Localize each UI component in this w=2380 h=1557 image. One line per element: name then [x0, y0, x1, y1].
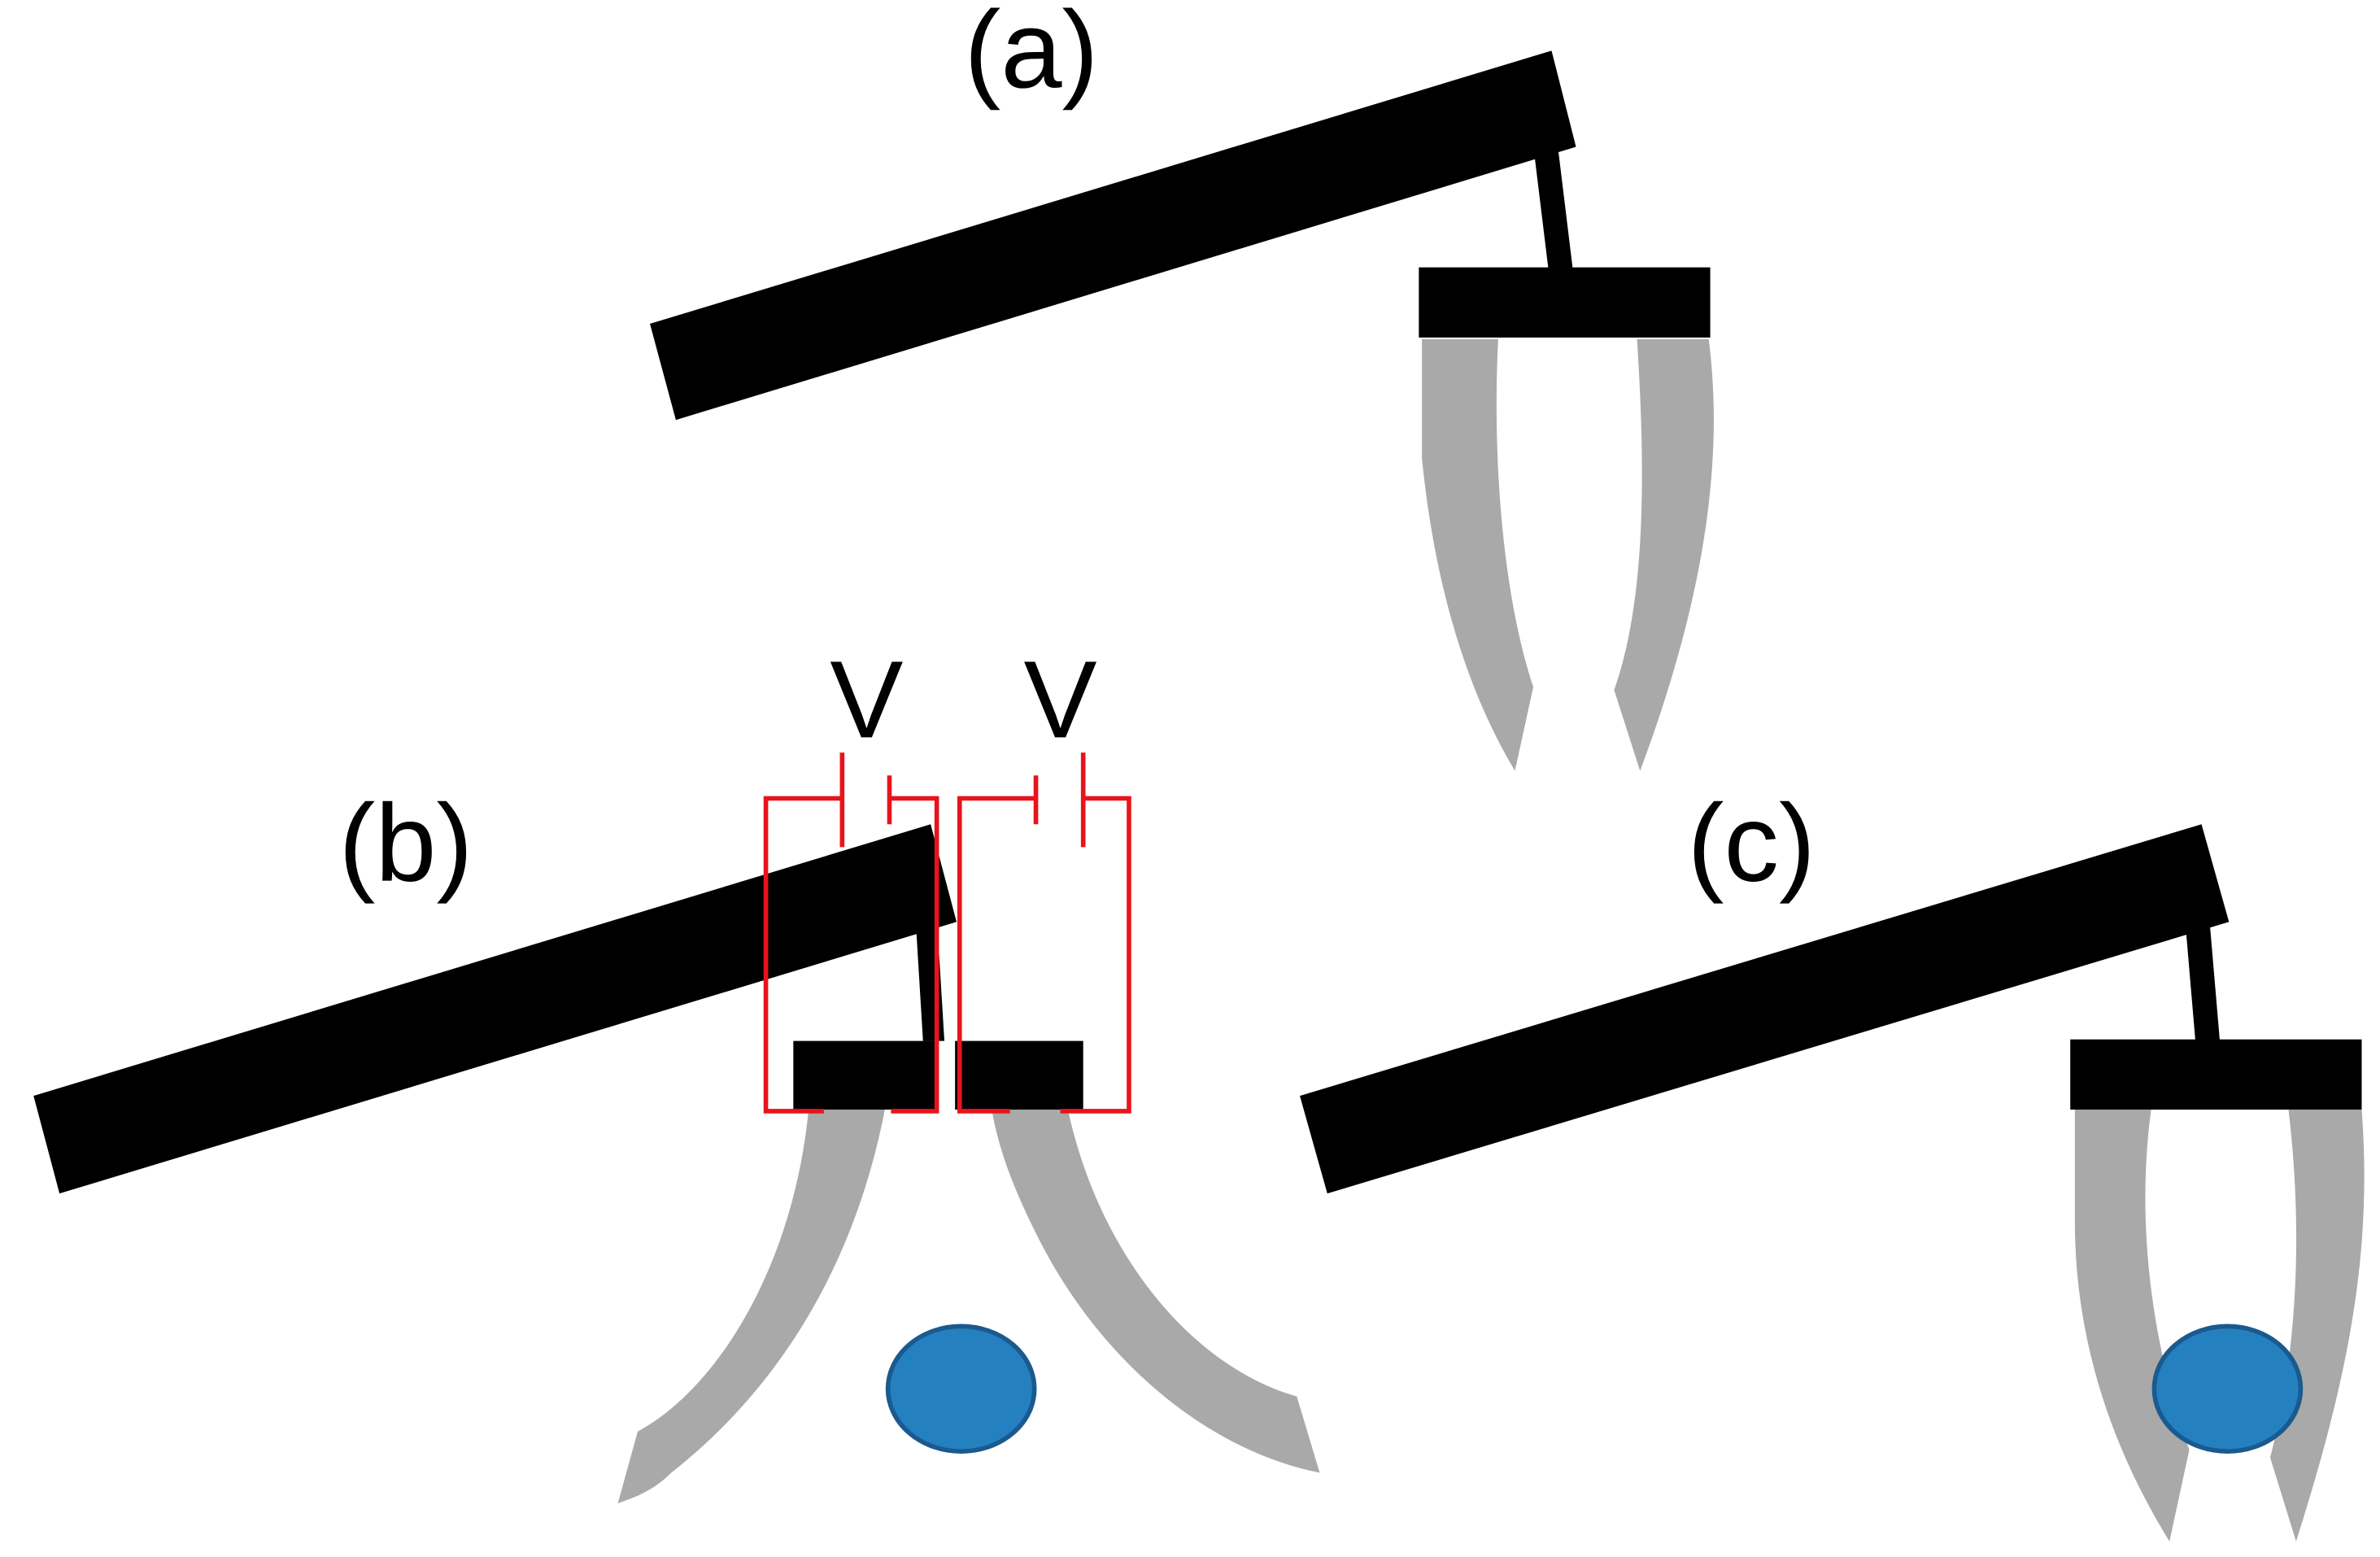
panel-b-wrist: [915, 915, 945, 1041]
panel-b-arm: [33, 824, 957, 1194]
panel-c-arm: [1300, 824, 2230, 1194]
panel-b-right-circuit: [957, 752, 1131, 1114]
panel-b-left-finger: [617, 1110, 885, 1503]
panel-c: (c): [1300, 782, 2365, 1542]
panel-b-right-gripper-base: [955, 1040, 1083, 1110]
panel-b-left-circuit: [763, 752, 939, 1114]
panel-a-label: (a): [964, 0, 1098, 111]
panel-b-left-voltage-label: V: [830, 638, 903, 761]
panel-a-gripper-base: [1419, 267, 1711, 338]
panel-b: (b) V V: [33, 638, 1320, 1503]
panel-c-wrist: [2184, 915, 2221, 1041]
panel-b-label: (b): [338, 782, 473, 905]
panel-a: (a): [650, 0, 1714, 771]
panel-b-left-gripper-base: [793, 1040, 937, 1110]
panel-c-label: (c): [1688, 782, 1816, 905]
panel-a-left-finger: [1422, 338, 1534, 771]
panel-b-target-object: [885, 1324, 1037, 1454]
panel-a-wrist: [1533, 145, 1573, 271]
panel-a-arm: [650, 50, 1576, 421]
panel-c-grasped-object: [2151, 1324, 2304, 1454]
panel-c-left-finger: [2074, 1110, 2190, 1542]
panel-b-right-finger: [992, 1110, 1320, 1473]
panel-c-right-finger: [2269, 1110, 2365, 1542]
panel-c-gripper-base: [2070, 1039, 2362, 1110]
panel-a-right-finger: [1614, 338, 1714, 771]
panel-b-right-voltage-label: V: [1024, 638, 1097, 761]
